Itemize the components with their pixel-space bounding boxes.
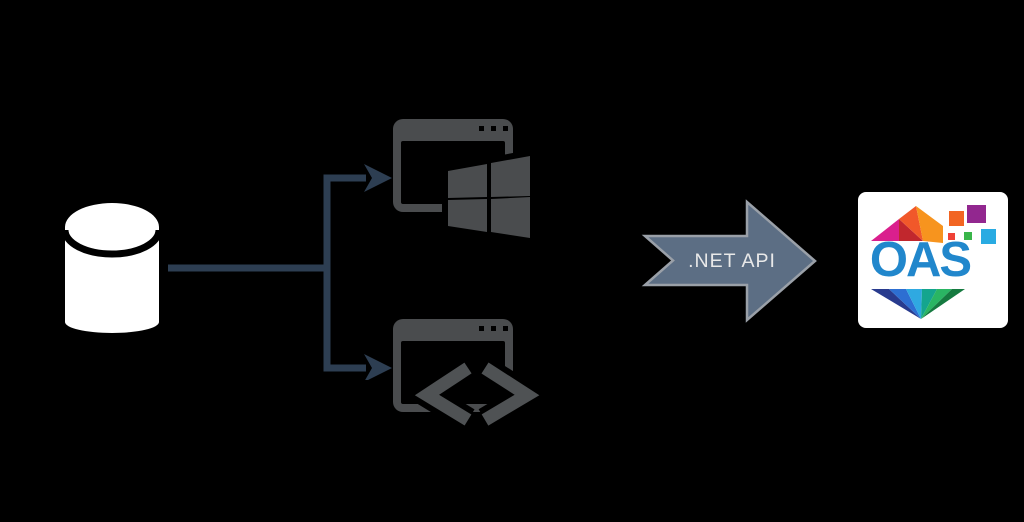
oas-logo-graphics: [871, 205, 996, 319]
arrow-label: .NET API: [688, 250, 776, 272]
roof-orange-red: [899, 206, 923, 241]
right-angle-bracket: [481, 362, 540, 426]
oas-logo: OAS: [858, 192, 1008, 328]
v-navy: [871, 289, 921, 319]
database-lid-separator: [62, 229, 162, 258]
square-blue: [981, 229, 996, 244]
window-menu-dots-icon: [479, 126, 508, 131]
roof-orange: [916, 206, 943, 243]
square-red: [948, 233, 955, 240]
window-menu-dots-icon: [479, 326, 508, 331]
dotnet-api-arrow: .NET API: [641, 199, 817, 323]
square-green: [964, 232, 972, 240]
windows-logo-icon: [442, 148, 536, 243]
arrow-shape: [641, 199, 817, 323]
v-blue: [889, 289, 921, 319]
database-cylinder-icon: [62, 202, 162, 334]
square-purple: [967, 205, 986, 223]
square-orange: [949, 211, 964, 226]
left-angle-bracket: [414, 362, 472, 426]
oas-logo-text: OAS: [869, 233, 972, 287]
v-lightblue: [906, 289, 922, 319]
code-brackets-icon: [412, 357, 542, 431]
database-body: [65, 202, 159, 334]
roof-magenta: [871, 219, 899, 241]
v-darkgreen: [921, 289, 965, 319]
arrowhead-bottom-icon: [364, 354, 392, 380]
arrowhead-top-icon: [364, 164, 392, 192]
connector-branch-lines: [168, 164, 392, 380]
